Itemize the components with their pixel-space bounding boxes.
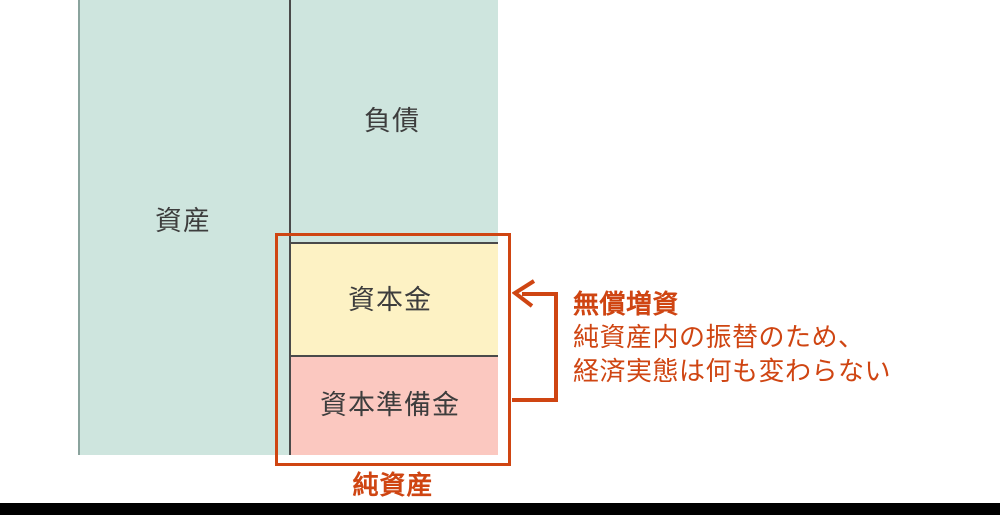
capital-stock-label: 資本金 [348,285,432,315]
capital-stock-block [289,244,498,357]
annotation-title: 無償増資 [573,289,680,319]
capital-reserve-block [289,357,498,455]
assets-block [78,0,289,455]
liabilities-label: 負債 [364,106,420,136]
liabilities-block [289,0,498,239]
bracket-arrow-connector [512,278,574,406]
bottom-bar [0,503,1000,515]
assets-label: 資産 [155,206,211,236]
annotation-block: 無償増資 純資産内の振替のため、 経済実態は何も変わらない [573,288,891,388]
bracket-arrow-icon [512,279,558,402]
annotation-line-1: 純資産内の振替のため、 [573,322,865,353]
net-assets-highlight-box [275,233,511,466]
annotation-line-2: 経済実態は何も変わらない [573,355,892,386]
net-assets-caption: 純資産 [352,470,434,500]
net-assets-top-sliver [289,236,498,244]
capital-reserve-label: 資本準備金 [320,390,460,420]
